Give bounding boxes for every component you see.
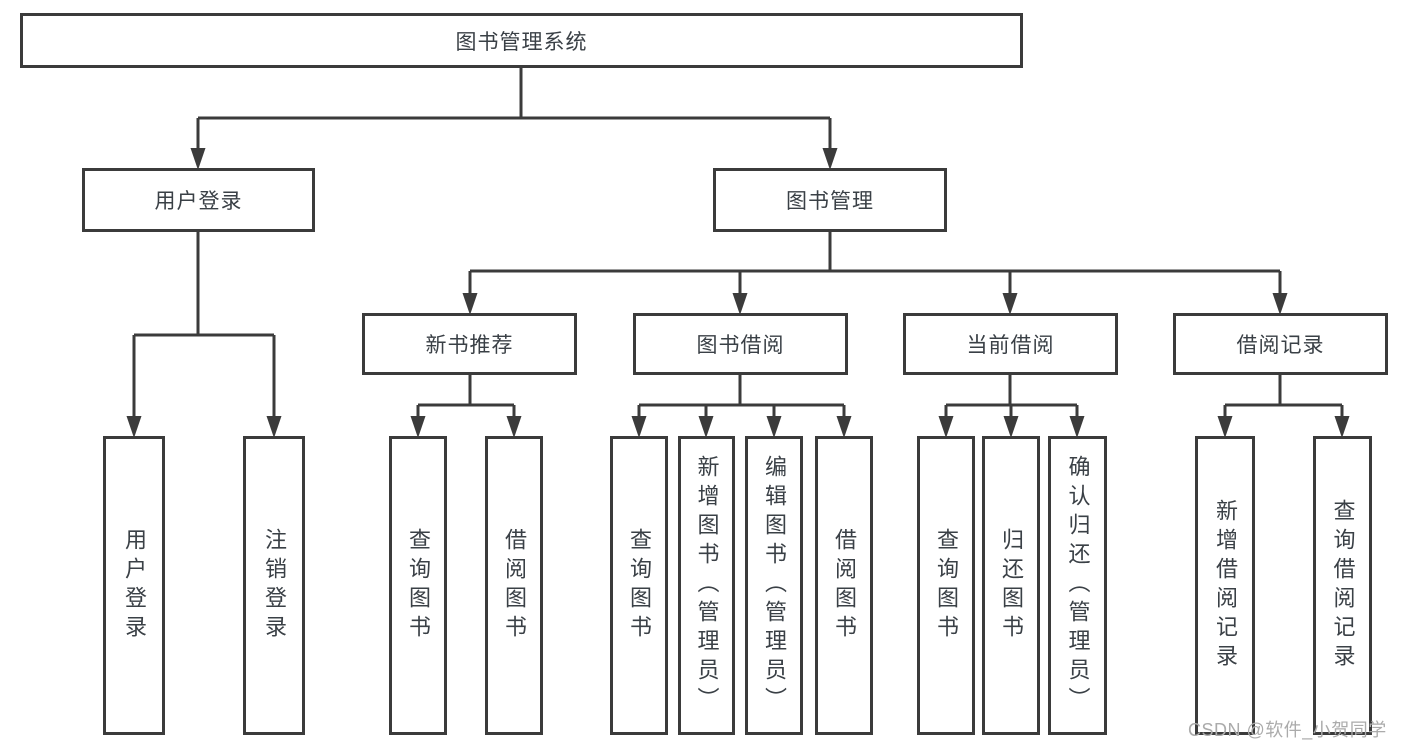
node-book-borrow: 图书借阅 bbox=[633, 313, 848, 375]
arrowhead-icon bbox=[938, 416, 954, 438]
arrowhead-icon bbox=[631, 416, 647, 438]
node-label: 借阅记录 bbox=[1236, 334, 1325, 357]
leaf-cb-return-books: 归还图书 bbox=[982, 436, 1040, 735]
arrowhead-icon bbox=[1272, 293, 1288, 315]
node-user-login: 用户登录 bbox=[82, 168, 315, 232]
leaf-br-add-record: 新增借阅记录 bbox=[1195, 436, 1255, 735]
leaf-nbr-borrow-books: 借阅图书 bbox=[485, 436, 543, 735]
arrowhead-icon bbox=[410, 416, 426, 438]
node-new-book-recommend: 新书推荐 bbox=[362, 313, 577, 375]
node-label: 新增图书（管理员） bbox=[694, 455, 720, 716]
node-label: 确认归还（管理员） bbox=[1065, 455, 1091, 716]
leaf-cb-query-books: 查询图书 bbox=[917, 436, 975, 735]
node-label: 注销登录 bbox=[262, 527, 287, 644]
node-label: 新增借阅记录 bbox=[1213, 498, 1238, 673]
node-borrow-records: 借阅记录 bbox=[1173, 313, 1388, 375]
leaf-cb-confirm-return-admin: 确认归还（管理员） bbox=[1048, 436, 1107, 735]
arrowhead-icon bbox=[1069, 416, 1085, 438]
node-label: 图书管理系统 bbox=[455, 30, 588, 54]
arrowhead-icon bbox=[190, 148, 206, 170]
arrowhead-icon bbox=[506, 416, 522, 438]
leaf-user-login: 用户登录 bbox=[103, 436, 165, 735]
node-label: 图书管理 bbox=[786, 190, 874, 213]
arrowhead-icon bbox=[266, 416, 282, 438]
leaf-bb-borrow-books: 借阅图书 bbox=[815, 436, 873, 735]
node-label: 用户登录 bbox=[154, 190, 243, 213]
arrowhead-icon bbox=[698, 416, 714, 438]
node-label: 归还图书 bbox=[999, 527, 1024, 644]
node-label: 编辑图书（管理员） bbox=[762, 455, 787, 716]
arrowheads bbox=[126, 148, 1350, 438]
arrowhead-icon bbox=[462, 293, 478, 315]
node-label: 查询图书 bbox=[406, 527, 431, 644]
arrowhead-icon bbox=[732, 293, 748, 315]
arrowhead-icon bbox=[766, 416, 782, 438]
leaf-bb-query-books: 查询图书 bbox=[610, 436, 668, 735]
leaf-logout: 注销登录 bbox=[243, 436, 305, 735]
node-label: 查询图书 bbox=[627, 527, 652, 644]
arrowhead-icon bbox=[1217, 416, 1233, 438]
node-label: 当前借阅 bbox=[966, 334, 1055, 357]
connector-lines bbox=[132, 68, 1344, 420]
node-current-borrow: 当前借阅 bbox=[903, 313, 1118, 375]
arrowhead-icon bbox=[1002, 293, 1018, 315]
arrowhead-icon bbox=[126, 416, 142, 438]
leaf-bb-edit-books-admin: 编辑图书（管理员） bbox=[745, 436, 803, 735]
leaf-br-query-record: 查询借阅记录 bbox=[1313, 436, 1372, 735]
leaf-bb-add-books-admin: 新增图书（管理员） bbox=[678, 436, 735, 735]
node-label: 借阅图书 bbox=[502, 527, 527, 644]
leaf-nbr-query-books: 查询图书 bbox=[389, 436, 447, 735]
arrowhead-icon bbox=[822, 148, 838, 170]
watermark: CSDN @软件_小贺同学 bbox=[1188, 720, 1387, 740]
node-label: 查询借阅记录 bbox=[1330, 498, 1356, 673]
node-label: 用户登录 bbox=[122, 527, 147, 644]
node-label: 图书借阅 bbox=[696, 334, 785, 357]
node-label: 借阅图书 bbox=[832, 527, 857, 644]
node-book-management: 图书管理 bbox=[713, 168, 947, 232]
arrowhead-icon bbox=[1003, 416, 1019, 438]
node-label: 查询图书 bbox=[934, 527, 959, 644]
node-label: 新书推荐 bbox=[425, 334, 514, 357]
arrowhead-icon bbox=[1334, 416, 1350, 438]
arrowhead-icon bbox=[836, 416, 852, 438]
node-root: 图书管理系统 bbox=[20, 13, 1023, 68]
